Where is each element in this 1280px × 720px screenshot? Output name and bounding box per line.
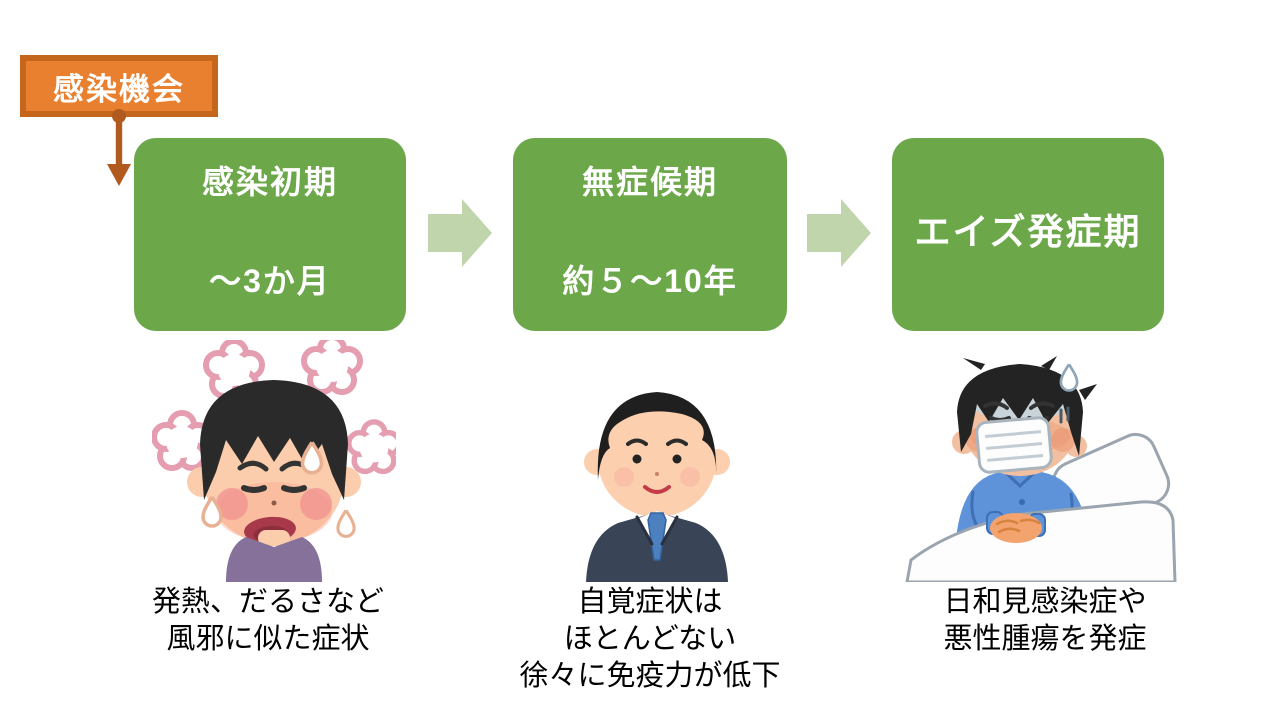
sweat-drop-icon xyxy=(201,441,356,538)
caption-line: 日和見感染症や xyxy=(943,586,1147,618)
stage-duration: 約５～10年 xyxy=(562,263,738,299)
steam-puff-icon xyxy=(203,340,265,399)
fever-boy-illustration xyxy=(152,340,396,582)
caption-asymptomatic: 自覚症状は ほとんどない 徐々に免疫力が低下 xyxy=(470,584,830,695)
caption-early-infection: 発熱、だるさなど 風邪に似た症状 xyxy=(98,584,438,658)
stage-duration: ～3か月 xyxy=(209,263,331,299)
stage-box-asymptomatic: 無症候期 約５～10年 xyxy=(513,138,787,331)
down-arrow-icon xyxy=(107,109,131,186)
sick-in-bed-illustration xyxy=(905,356,1177,582)
trigger-label: 感染機会 xyxy=(53,71,185,107)
face-mask xyxy=(975,416,1053,474)
stage-title: エイズ発症期 xyxy=(914,210,1142,252)
sweat-drop-icon xyxy=(1059,363,1079,392)
caption-line: 徐々に免疫力が低下 xyxy=(519,660,781,692)
businessman-illustration xyxy=(584,392,730,582)
stage-title: 無症候期 xyxy=(581,164,718,200)
caption-line: 悪性腫瘍を発症 xyxy=(943,623,1147,655)
stage-title: 感染初期 xyxy=(201,164,338,200)
right-block-arrow-icon xyxy=(428,199,492,267)
steam-puff-icon xyxy=(301,340,363,395)
caption-line: 風邪に似た症状 xyxy=(166,623,370,655)
steam-puff-icon xyxy=(346,419,396,475)
right-block-arrow-icon xyxy=(807,199,871,267)
caption-aids-onset: 日和見感染症や 悪性腫瘍を発症 xyxy=(865,584,1225,658)
caption-line: 発熱、だるさなど xyxy=(151,586,384,618)
stage-box-aids-onset: エイズ発症期 xyxy=(892,138,1164,331)
caption-line: ほとんどない xyxy=(563,623,737,655)
stage-box-early-infection: 感染初期 ～3か月 xyxy=(134,138,406,331)
caption-line: 自覚症状は xyxy=(577,586,723,618)
